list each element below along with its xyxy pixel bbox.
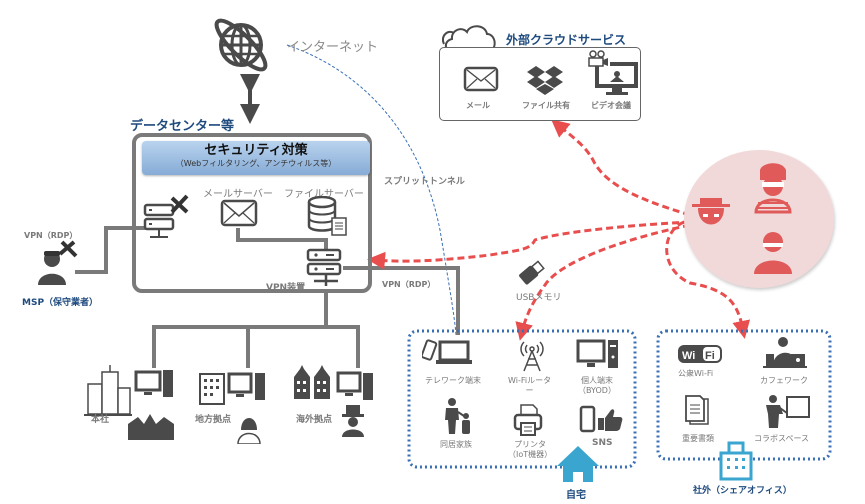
mail-server-label: メールサーバー (203, 189, 273, 200)
public-wifi-icon: Wi Fi (678, 345, 722, 363)
globe-icon (214, 18, 268, 72)
msp-engineer-icon (38, 240, 78, 285)
split-tunnel-line (286, 44, 457, 336)
msp-vpn-line (75, 226, 146, 274)
management-server-icon (143, 194, 189, 238)
cloud-mail-label: メール (466, 101, 490, 110)
video-conference-icon (588, 50, 638, 95)
wifi-router-label-line1: Wi-Fiルータ (508, 376, 552, 385)
printer-label-line2: （IoT機器） (508, 450, 553, 459)
threat-to-cloud (551, 119, 691, 217)
public-wifi-label: 公衆Wi-Fi (678, 369, 714, 378)
home-title: 自宅 (566, 490, 586, 501)
usb-memory-icon (519, 260, 545, 285)
vpn-device-label: VPN装置 (266, 283, 306, 293)
collab-space-icon (766, 395, 810, 428)
cafe-work-label: カフェワーク (760, 376, 808, 385)
msp-label: MSP（保守業者） (22, 298, 99, 308)
regional-office-icon (199, 372, 265, 444)
split-tunnel-label: スプリットトンネル (384, 177, 465, 187)
file-server-label: ファイルサーバー (284, 189, 364, 200)
wifi-router-icon (520, 341, 544, 372)
document-label: 重要書類 (682, 434, 714, 443)
svg-text:Wi: Wi (682, 350, 695, 362)
telework-device-label: テレワーク端末 (425, 376, 481, 385)
sns-icon (579, 405, 623, 433)
personal-pc-label-line2: （BYOD） (578, 386, 616, 395)
home-zone-border (407, 329, 637, 469)
family-icon (445, 398, 470, 434)
personal-pc-label-line1: 個人端末 (580, 376, 613, 385)
vpn-rdp-label: VPN（RDP） (382, 280, 436, 289)
internet-node (210, 14, 272, 80)
threat-to-outside (665, 220, 751, 339)
overseas-office-label: 海外拠点 (296, 415, 333, 425)
family-label: 同居家族 (440, 440, 472, 449)
burglar-icon (754, 232, 792, 274)
printer-label-line1: プリンタ (514, 440, 547, 449)
home-icon (557, 446, 599, 482)
cafe-work-icon (763, 337, 807, 368)
overseas-office-icon (294, 365, 373, 437)
printer-label: プリンタ （IoT機器） (508, 440, 552, 460)
svg-text:Fi: Fi (705, 350, 715, 362)
cloud-title: 外部クラウドサービス (506, 33, 627, 47)
file-server-icon (307, 196, 347, 236)
personal-pc-icon (576, 339, 618, 368)
msp-vpn-label: VPN（RDP） (24, 231, 78, 240)
collab-space-label: コラボスペース (754, 434, 810, 443)
security-subtitle: （Webフィルタリング、アンチウィルス等） (175, 159, 337, 168)
regional-office-label: 地方拠点 (195, 415, 232, 425)
wifi-router-label-line2: ー (525, 386, 534, 395)
head-office-icon (84, 365, 174, 440)
internet-label: インターネット (287, 40, 379, 55)
printer-icon (513, 404, 543, 436)
office-bus (152, 325, 360, 368)
mail-vpn-line (236, 228, 328, 252)
share-office-icon (719, 441, 753, 481)
security-title: セキュリティ対策 (204, 143, 308, 158)
datacenter-box (132, 133, 372, 293)
outside-title: 社外（シェアオフィス） (693, 486, 792, 496)
cloud-file-share-label: ファイル共有 (522, 101, 570, 110)
masked-thief-icon (754, 163, 792, 214)
wifi-router-label: Wi-Fiルータ ー (508, 376, 551, 396)
vpn-device-icon (306, 248, 342, 286)
threat-to-home (515, 223, 691, 341)
threat-actors-icons (692, 163, 792, 274)
document-icon (685, 395, 709, 425)
sns-label: SNS (592, 438, 613, 448)
personal-pc-label: 個人端末 （BYOD） (578, 376, 616, 396)
usb-memory-label: USBメモリ (516, 293, 562, 303)
threat-to-datacenter (367, 220, 691, 270)
security-banner: セキュリティ対策 （Webフィルタリング、アンチウィルス等） (142, 141, 370, 175)
cloud-mail-icon (463, 66, 499, 92)
telework-device-icon (422, 339, 472, 364)
cloud-video-label: ビデオ会議 (591, 101, 631, 110)
head-office-label: 本社 (91, 415, 110, 425)
datacenter-title: データセンター等 (130, 119, 235, 134)
mail-server-icon (220, 199, 258, 227)
dropbox-icon (527, 66, 563, 95)
hacker-icon (692, 198, 730, 225)
cloud-icon (442, 25, 496, 53)
